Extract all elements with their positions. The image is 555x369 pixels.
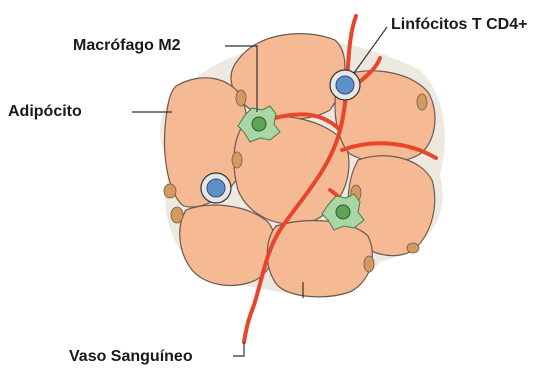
macrophage-nucleus (336, 205, 350, 219)
lymphocyte-nucleus (336, 76, 354, 94)
adipocyte-bottom (267, 221, 372, 297)
adipocyte-nucleus (171, 207, 183, 223)
label-macrophage-m2: Macrófago M2 (73, 38, 181, 54)
label-blood-vessel: Vaso Sanguíneo (69, 349, 193, 365)
adipocyte-nucleus (364, 256, 374, 272)
leader-line-vessel (233, 342, 244, 356)
label-adipocyte: Adipócito (8, 104, 82, 120)
adipocyte-nucleus (417, 94, 427, 110)
lymphocyte-nucleus (207, 179, 225, 197)
macrophage-nucleus (252, 117, 266, 131)
adipocyte-nucleus (407, 243, 419, 253)
label-lymphocytes-t-cd4: Linfócitos T CD4+ (391, 17, 527, 33)
lymphocyte-lower (201, 173, 231, 203)
adipocyte-nucleus (232, 152, 242, 168)
lymphocyte-upper (330, 70, 360, 100)
adipocyte-nucleus (236, 90, 246, 106)
adipocyte-nucleus (164, 184, 176, 198)
